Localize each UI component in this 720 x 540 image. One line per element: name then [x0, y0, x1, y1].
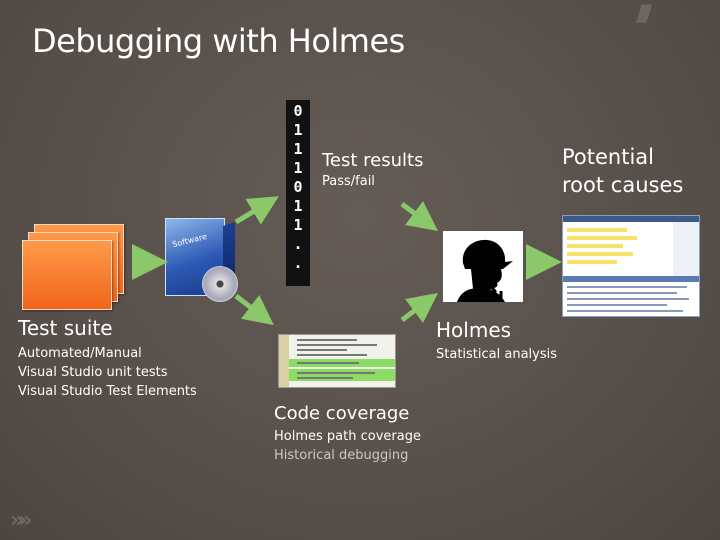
- binary-digit: 1: [293, 216, 303, 234]
- sherlock-icon: [443, 231, 523, 302]
- arrow-down-right-icon: [234, 294, 274, 326]
- test-suite-line: Visual Studio Test Elements: [18, 384, 197, 399]
- binary-digit: 0: [293, 102, 303, 120]
- binary-digit: .: [293, 254, 303, 272]
- holmes-heading: Holmes: [436, 318, 512, 342]
- binary-digit: 1: [293, 159, 303, 177]
- binary-digit: 1: [293, 140, 303, 158]
- slide-title: Debugging with Holmes: [32, 22, 405, 60]
- code-coverage-screenshot: [278, 334, 396, 388]
- root-causes-heading: Potential root causes: [562, 143, 683, 199]
- code-coverage-heading: Code coverage: [274, 403, 410, 424]
- cd-icon: [202, 266, 238, 302]
- root-causes-line1: Potential: [562, 145, 654, 169]
- test-suite-line: Visual Studio unit tests: [18, 365, 168, 380]
- test-suite-heading: Test suite: [18, 316, 113, 340]
- test-suite-line: Automated/Manual: [18, 346, 142, 361]
- test-results-sub: Pass/fail: [322, 174, 375, 189]
- code-coverage-line: Historical debugging: [274, 448, 409, 463]
- arrow-up-right-icon: [234, 196, 279, 225]
- binary-digit: 1: [293, 197, 303, 215]
- binary-digit: 0: [293, 178, 303, 196]
- binary-digit: 1: [293, 121, 303, 139]
- arrow-up-right-icon: [400, 293, 438, 323]
- root-causes-screenshot: [562, 215, 700, 317]
- binary-strip: 0 1 1 1 0 1 1 . .: [286, 100, 310, 286]
- root-causes-line2: root causes: [562, 173, 684, 197]
- test-suite-lines: Automated/Manual Visual Studio unit test…: [18, 344, 197, 401]
- arrow-down-right-icon: [400, 201, 438, 231]
- test-results-heading: Test results: [322, 150, 424, 171]
- binary-digit: .: [293, 235, 303, 253]
- code-coverage-lines: Holmes path coverage Historical debuggin…: [274, 427, 421, 465]
- holmes-sub: Statistical analysis: [436, 347, 557, 362]
- code-coverage-line: Holmes path coverage: [274, 429, 421, 444]
- software-box-icon: [165, 218, 225, 296]
